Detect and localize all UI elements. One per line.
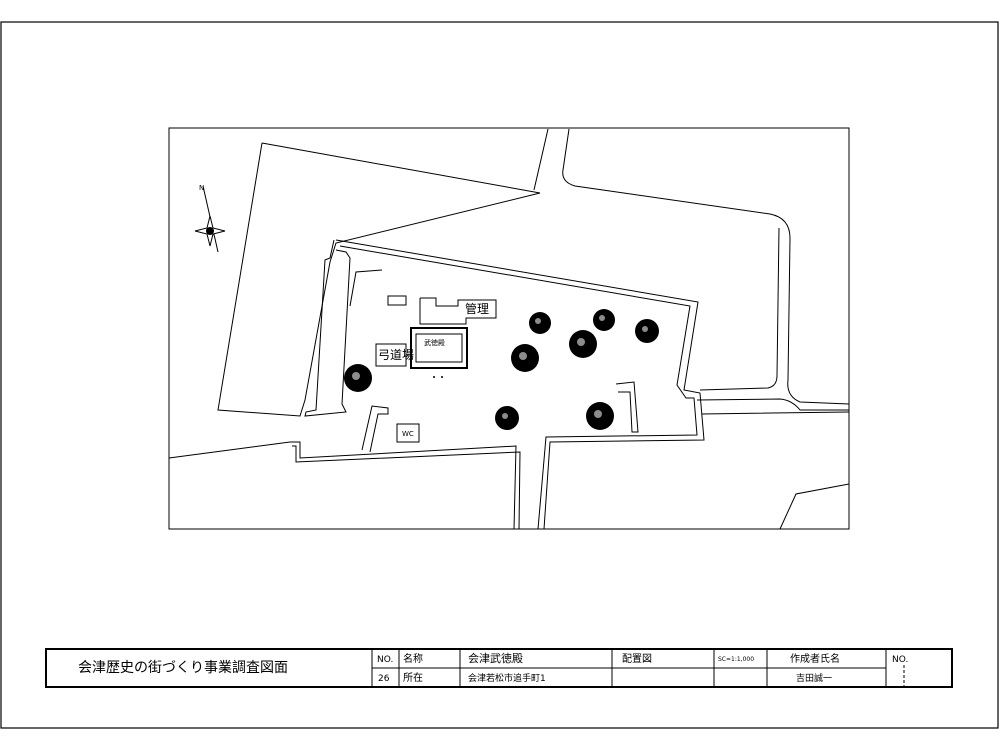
tree-highlight bbox=[535, 318, 541, 324]
shed bbox=[387, 295, 407, 306]
tree-highlight bbox=[352, 372, 360, 380]
sheet-border bbox=[0, 21, 999, 729]
map-frame bbox=[168, 127, 850, 530]
management-building bbox=[419, 297, 497, 325]
butokuden-outer bbox=[410, 327, 468, 369]
no-label: NO. bbox=[377, 655, 393, 665]
label-kanri: 管理 bbox=[465, 301, 489, 316]
title-block: 会津歴史の街づくり事業調査図面 NO. 26 名称 所在 会津武徳殿 会津若松市… bbox=[45, 648, 953, 688]
site-wall-inner bbox=[339, 245, 698, 530]
south-wall-outer bbox=[290, 441, 517, 530]
site-wall-outer bbox=[335, 239, 705, 530]
location-value: 会津若松市追手町1 bbox=[468, 672, 546, 684]
author-label: 作成者氏名 bbox=[790, 652, 840, 665]
tree-highlight bbox=[594, 410, 602, 418]
wc-building bbox=[396, 423, 420, 443]
south-wall-west bbox=[361, 405, 389, 453]
east-road bbox=[696, 398, 850, 415]
label-kyudojo: 弓道場 bbox=[378, 348, 414, 362]
lantern-2 bbox=[441, 376, 443, 378]
south-wall-inner bbox=[292, 445, 521, 530]
title-block-outer bbox=[45, 648, 953, 688]
no-value: 26 bbox=[378, 674, 390, 684]
drawing-type: 配置図 bbox=[622, 653, 652, 665]
site-plan-map: 管理 武徳殿 弓道場 WC bbox=[168, 127, 850, 530]
sheet-no-label: NO. bbox=[892, 655, 908, 665]
label-butokuden: 武徳殿 bbox=[424, 338, 445, 347]
project-title: 会津歴史の街づくり事業調査図面 bbox=[78, 660, 288, 676]
tree-highlight bbox=[577, 338, 585, 346]
kyudojo bbox=[375, 343, 407, 367]
tree-highlight bbox=[502, 413, 508, 419]
north-road bbox=[533, 128, 850, 405]
tree-highlight bbox=[519, 352, 527, 360]
butokuden-inner bbox=[415, 333, 463, 363]
lantern-1 bbox=[433, 376, 435, 378]
author-name: 吉田誠一 bbox=[796, 672, 832, 684]
compass-icon: N bbox=[194, 184, 226, 253]
name-value: 会津武徳殿 bbox=[468, 652, 523, 665]
tree-highlight bbox=[599, 315, 605, 321]
tree-highlight bbox=[642, 326, 648, 332]
north-label: N bbox=[199, 184, 204, 192]
compass-center bbox=[206, 227, 214, 235]
label-wc: WC bbox=[402, 430, 414, 438]
name-label: 名称 bbox=[403, 652, 423, 665]
site-wall-west-outer bbox=[304, 239, 351, 417]
outer-lot-boundary bbox=[217, 142, 541, 417]
location-label: 所在 bbox=[403, 672, 423, 684]
south-road bbox=[168, 441, 850, 530]
nw-wall bbox=[349, 269, 383, 307]
east-structure bbox=[615, 381, 639, 433]
trees bbox=[344, 309, 659, 430]
scale: SC=1:1,000 bbox=[718, 656, 754, 663]
